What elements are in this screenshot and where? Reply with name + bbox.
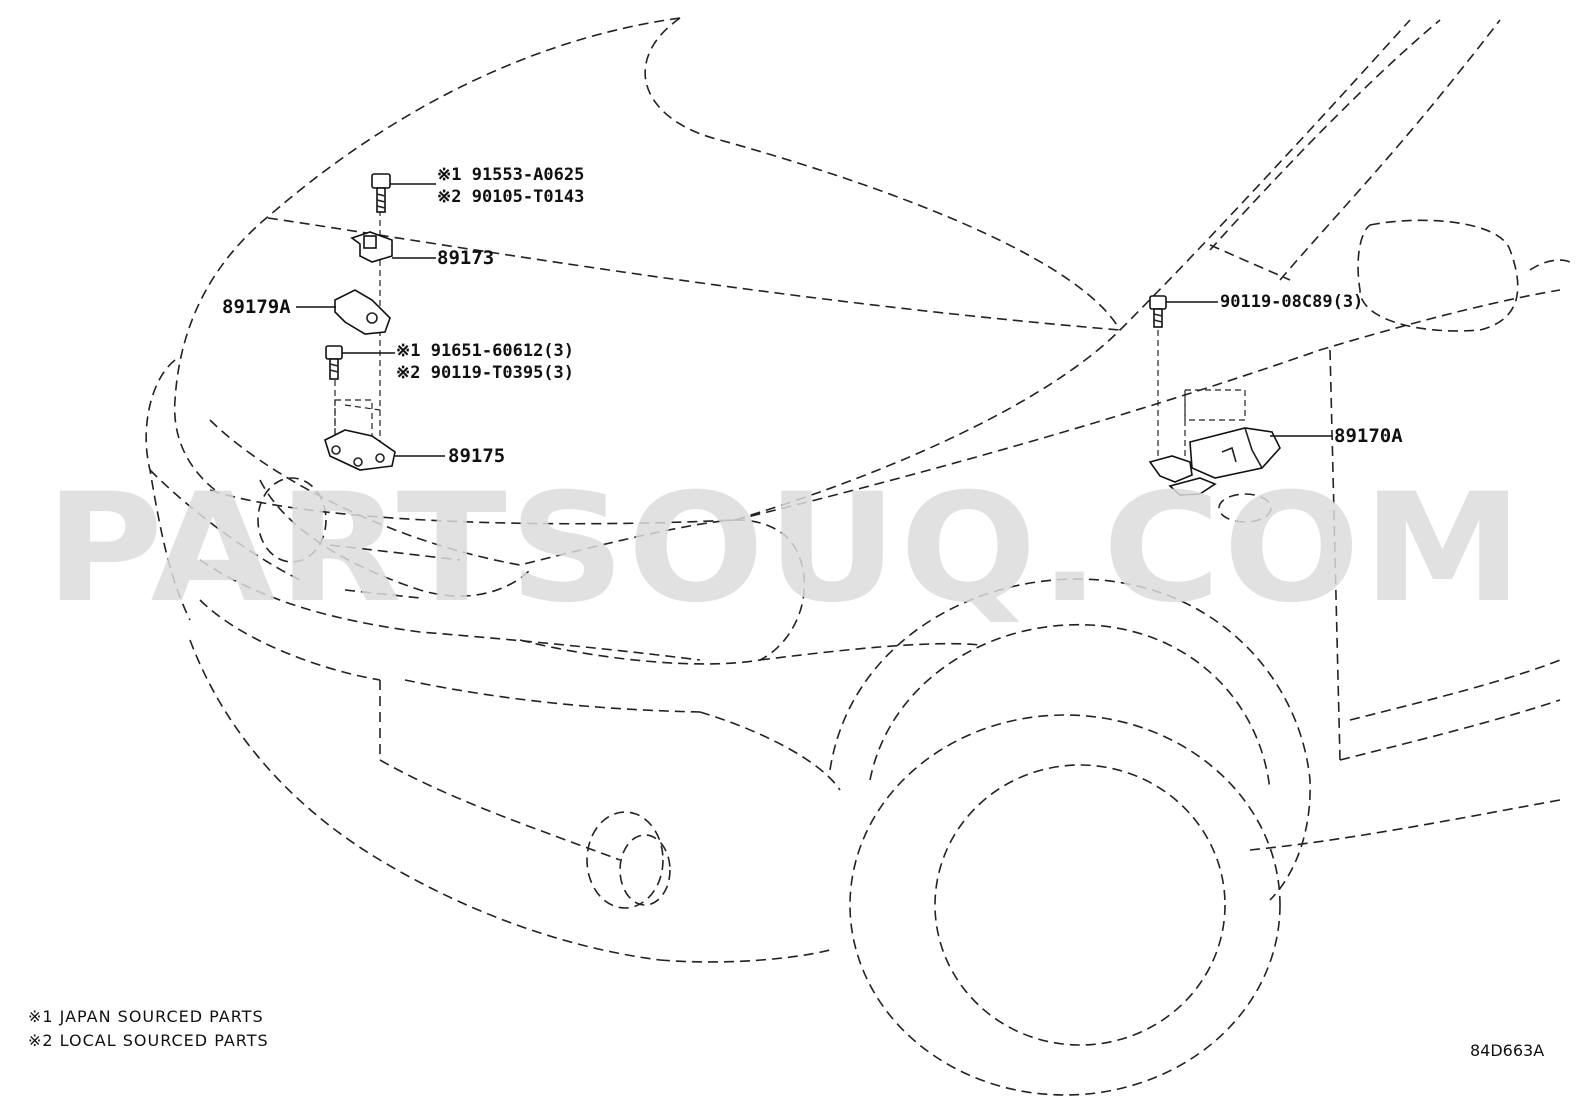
bolt-90119-08c89-icon <box>1149 295 1167 328</box>
legend-japan-sourced: ※1 JAPAN SOURCED PARTS <box>28 1007 264 1026</box>
callout-bolt-c: 90119-08C89(3) <box>1220 292 1363 312</box>
bolt-91651-icon <box>325 345 343 380</box>
left-sensor-assembly <box>324 173 396 471</box>
callout-89175: 89175 <box>448 445 505 467</box>
callout-89173: 89173 <box>437 247 494 269</box>
bracket-89173-icon <box>350 231 393 263</box>
callout-bolt-b-japan: ※1 91651-60612(3) <box>396 341 574 361</box>
callout-bolt-b-local: ※2 90119-T0395(3) <box>396 363 574 383</box>
legend-local-sourced: ※2 LOCAL SOURCED PARTS <box>28 1031 269 1050</box>
callout-89170a: 89170A <box>1334 425 1403 447</box>
watermark-text: PARTSOUQ.COM <box>45 462 1525 636</box>
bolt-91553-icon <box>371 173 391 213</box>
callout-89179a: 89179A <box>222 296 291 318</box>
right-sensor-assembly <box>1148 295 1281 496</box>
leader-lines <box>296 183 1332 457</box>
callout-bolt-a-local: ※2 90105-T0143 <box>437 187 584 207</box>
drawing-code: 84D663A <box>1470 1041 1544 1060</box>
bracket-89179a-icon <box>334 289 391 335</box>
vehicle-outline <box>145 17 1571 1096</box>
sensor-89170a-icon <box>1148 427 1281 496</box>
bracket-89175-icon <box>324 429 396 471</box>
callout-bolt-a-japan: ※1 91553-A0625 <box>437 165 584 185</box>
